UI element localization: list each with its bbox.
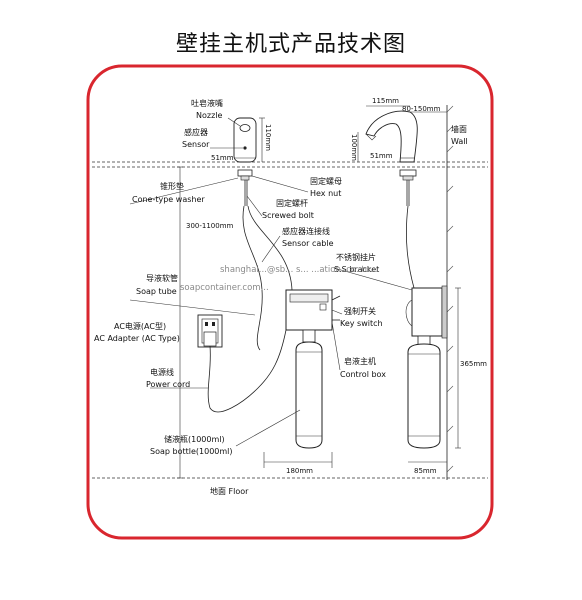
dim-110mm-left: 110mm xyxy=(264,124,272,151)
watermark-line1: shanghai...@sb... s... ...ation..co..tu.… xyxy=(220,265,378,275)
dim-80-150mm: 80-150mm xyxy=(402,105,441,113)
watermark-line2: soapcontainer.com... xyxy=(180,283,269,293)
side-underside xyxy=(399,169,417,289)
label-washer-cn: 锥形垫 xyxy=(160,181,184,191)
label-adapter-cn: AC电源(AC型) xyxy=(114,321,166,331)
dim-85mm: 85mm xyxy=(414,467,437,475)
label-keyswitch-en: Key switch xyxy=(340,319,383,328)
label-wall-cn: 墙面 xyxy=(451,124,467,134)
label-nozzle-en: Nozzle xyxy=(196,111,223,120)
leader-lines xyxy=(129,117,413,447)
control-box xyxy=(285,289,341,331)
label-bottle-cn: 储液瓶(1000ml) xyxy=(164,434,225,444)
label-bracket-en: S.S bracket xyxy=(334,265,379,274)
label-powercord-cn: 电源线 xyxy=(150,367,174,377)
label-cable-en: Sensor cable xyxy=(282,239,334,248)
label-bolt-cn: 固定螺杆 xyxy=(276,198,308,208)
label-adapter-en: AC Adapter (AC Type) xyxy=(94,334,180,343)
label-hexnut-cn: 固定螺母 xyxy=(310,176,342,186)
label-sensor-cn: 感应器 xyxy=(184,127,208,137)
dim-115mm: 115mm xyxy=(372,97,399,105)
dim-180mm: 180mm xyxy=(286,467,313,475)
label-bracket-cn: 不锈钢挂片 xyxy=(336,252,376,262)
power-cord xyxy=(207,329,287,413)
side-faucet xyxy=(365,110,418,163)
dim-365mm: 365mm xyxy=(460,360,487,368)
wall-hatch xyxy=(446,105,454,480)
dim-100mm: 100mm xyxy=(350,134,358,161)
ac-adapter xyxy=(197,314,223,348)
label-floor: 地面 Floor xyxy=(210,486,249,496)
label-cable-cn: 感应器连接线 xyxy=(282,226,330,236)
dim-51mm-right: 51mm xyxy=(370,152,393,160)
front-faucet xyxy=(233,117,257,163)
front-underside xyxy=(237,169,293,351)
label-controlbox-cn: 皂液主机 xyxy=(344,356,376,366)
label-hexnut-en: Hex nut xyxy=(310,189,341,198)
diagram-frame xyxy=(86,64,494,540)
dim-51mm-left: 51mm xyxy=(211,154,234,162)
soap-bottle-front xyxy=(295,329,323,449)
label-sensor-en: Sensor xyxy=(182,140,210,149)
page-title: 壁挂主机式产品技术图 xyxy=(175,32,406,57)
side-control-box xyxy=(405,285,448,339)
label-washer-en: Cone-type washer xyxy=(132,195,205,204)
label-controlbox-en: Control box xyxy=(340,370,386,379)
dim-300-1100mm: 300-1100mm xyxy=(186,222,234,230)
label-tube-en: Soap tube xyxy=(136,287,177,296)
soap-bottle-side xyxy=(407,335,441,449)
label-bolt-en: Screwed bolt xyxy=(262,211,314,220)
label-tube-cn: 导液软管 xyxy=(146,273,178,283)
label-wall-en: Wall xyxy=(451,137,468,146)
label-nozzle-cn: 吐皂液嘴 xyxy=(191,98,223,108)
label-bottle-en: Soap bottle(1000ml) xyxy=(150,447,233,456)
label-keyswitch-cn: 强制开关 xyxy=(344,306,376,316)
label-powercord-en: Power cord xyxy=(146,380,190,389)
